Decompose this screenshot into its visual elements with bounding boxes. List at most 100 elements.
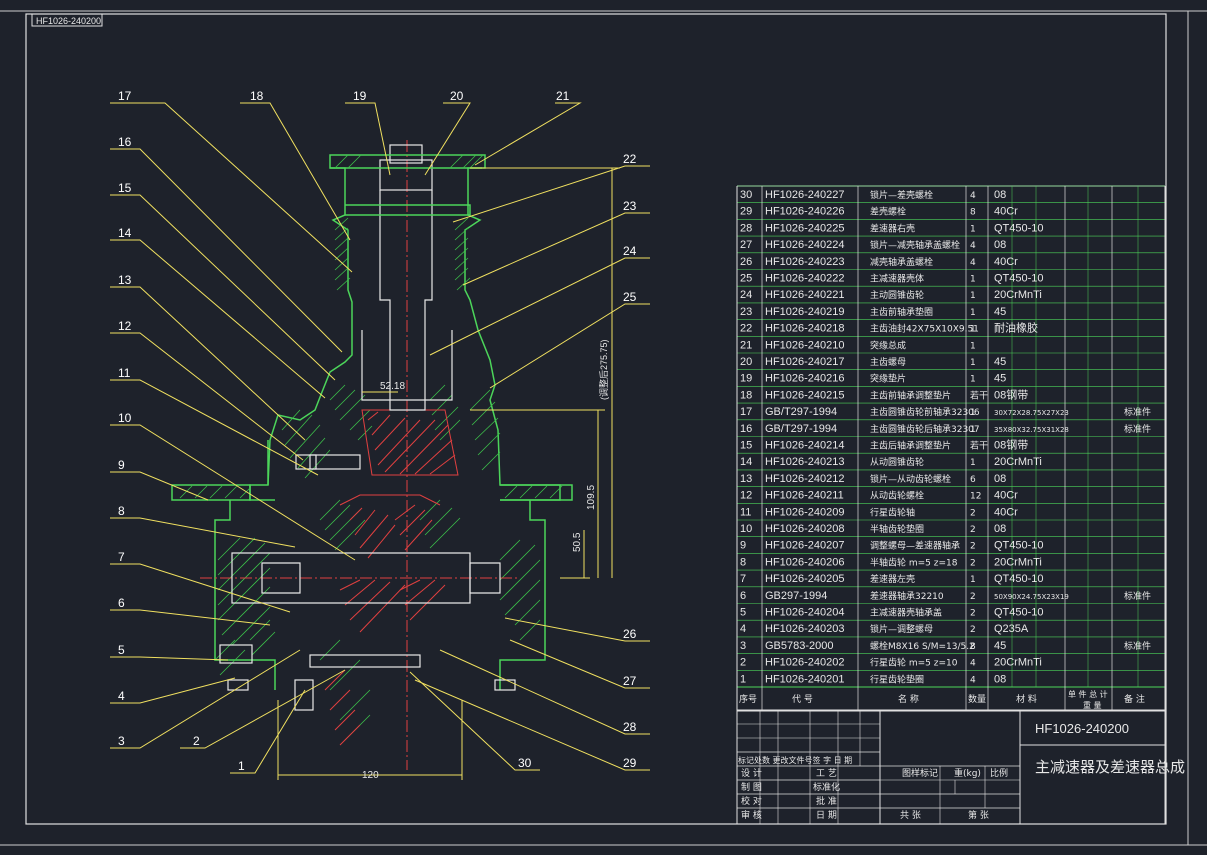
tb-check: 校 对 [741, 795, 762, 807]
bom-row-material: 30X72X28.75X27X23 [994, 409, 1069, 417]
callout-29: 29 [623, 756, 637, 770]
callout-22: 22 [623, 152, 637, 166]
bom-row-material: 20CrMnTi [994, 556, 1042, 568]
bom-row-code: HF1026-240205 [765, 573, 845, 585]
bom-row-material: 20CrMnTi [994, 657, 1042, 669]
bom-row-name: 行星齿轮轴 [870, 506, 915, 518]
bom-row-index: 17 [740, 406, 752, 418]
leader-lines [110, 102, 650, 774]
bom-row-qty: 1 [970, 291, 976, 301]
dimension-275-75: (调整后275.75) [598, 339, 609, 400]
callout-12: 12 [118, 319, 132, 333]
bom-row-index: 28 [740, 222, 752, 234]
bom-row-index: 29 [740, 206, 752, 218]
bom-row-code: HF1026-240210 [765, 339, 845, 351]
bom-row-code: HF1026-240203 [765, 623, 845, 635]
bom-row-material: QT450-10 [994, 607, 1044, 619]
bom-row-material: 08 [994, 673, 1006, 685]
bom-row-qty: 1 [970, 458, 976, 468]
bom-row-qty: 2 [970, 558, 976, 568]
bom-row-code: HF1026-240221 [765, 289, 845, 301]
bom-row-name: 锁片—从动齿轮螺栓 [870, 473, 951, 485]
bom-row-material: 45 [994, 640, 1006, 652]
bom-row-material: QT450-10 [994, 573, 1044, 585]
bom-row-qty: 2 [970, 609, 976, 619]
bom-row-material: 08 [994, 473, 1006, 485]
callout-28: 28 [623, 720, 637, 734]
callout-1: 1 [238, 759, 245, 773]
bom-row-name: 螺栓M8X16 S/M=13/5.2 [870, 640, 975, 652]
bom-row-code: HF1026-240218 [765, 323, 845, 335]
callout-8: 8 [118, 504, 125, 518]
bom-row-code: HF1026-240219 [765, 306, 845, 318]
tb-std: 标准化 [813, 781, 840, 793]
bom-row-remark: 标准件 [1124, 406, 1151, 418]
bom-row-code: HF1026-240227 [765, 189, 845, 201]
bom-row-code: HF1026-240202 [765, 657, 845, 669]
tb-sheet: 第 张 [968, 809, 989, 821]
tb-total-sheets: 共 张 [900, 810, 921, 821]
bom-row-index: 2 [740, 657, 746, 669]
callout-9: 9 [118, 458, 125, 472]
callout-19: 19 [353, 89, 367, 103]
bom-row-qty: 2 [970, 508, 976, 518]
bom-row-index: 23 [740, 306, 752, 318]
bom-row-material: QT450-10 [994, 222, 1044, 234]
tb-approve: 批 准 [816, 795, 837, 807]
tb-review: 审 核 [741, 809, 762, 821]
callout-26: 26 [623, 627, 637, 641]
bom-row-material: 08钢带 [994, 439, 1028, 452]
bom-row-name: 从动圆锥齿轮 [870, 456, 924, 468]
bom-row-code: HF1026-240213 [765, 456, 845, 468]
bom-row-qty: 1 [970, 425, 976, 435]
callout-4: 4 [118, 689, 125, 703]
bom-header-name: 名 称 [898, 693, 919, 705]
tb-stage-mark: 图样标记 [902, 767, 938, 779]
callout-3: 3 [118, 734, 125, 748]
bom-row-name: 差速器左壳 [870, 573, 915, 585]
callout-labels: 17 18 19 20 21 16 15 14 13 12 11 10 9 8 … [118, 89, 637, 773]
shaft-outline [219, 144, 516, 711]
bom-row-name: 锁片—调整螺母 [870, 623, 933, 635]
bom-header-weight: 重 量 [1083, 700, 1102, 710]
bom-row-name: 主齿前轴承垫圈 [870, 306, 933, 318]
bom-row-qty: 若干 [970, 440, 988, 452]
bom-row-qty: 2 [970, 592, 976, 602]
bom-row-code: GB5783-2000 [765, 640, 834, 652]
dimension-120: 120 [362, 770, 379, 781]
bom-row-qty: 8 [970, 642, 976, 652]
bom-row-name: 突缘垫片 [870, 373, 906, 385]
dimension-50-5: 50.5 [572, 532, 583, 552]
bom-row-material: 08 [994, 523, 1006, 535]
bom-header-remark: 备 注 [1124, 693, 1145, 705]
bom-row-code: HF1026-240215 [765, 389, 845, 401]
tb-rev-header: 标记处数 更改文件号签 字 日 期 [738, 755, 852, 765]
bom-row-material: 50X90X24.75X23X19 [994, 593, 1069, 601]
drawing-title: 主减速器及差速器总成 [1035, 758, 1185, 776]
bom-row-name: 调整螺母—差速器轴承 [870, 540, 960, 552]
bom-row-code: HF1026-240223 [765, 256, 845, 268]
bom-row-name: 差壳螺栓 [870, 206, 906, 218]
bom-row-qty: 1 [970, 375, 976, 385]
bom-row-material: 20CrMnTi [994, 456, 1042, 468]
bom-row-name: 从动齿轮螺栓 [870, 490, 924, 502]
bom-row-index: 8 [740, 556, 746, 568]
bom-row-remark: 标准件 [1124, 640, 1151, 652]
assembly-drawing: 120 50.5 109.5 52.18 (调整后275.75) [110, 89, 650, 781]
bom-row-code: HF1026-240211 [765, 490, 844, 502]
bom-row-qty: 1 [970, 325, 976, 335]
callout-16: 16 [118, 135, 132, 149]
callout-30: 30 [518, 756, 532, 770]
callout-5: 5 [118, 643, 125, 657]
dimension-52-18: 52.18 [380, 381, 405, 392]
bom-row-index: 16 [740, 423, 752, 435]
bom-row-remark: 标准件 [1124, 423, 1151, 435]
bom-row-index: 1 [740, 673, 746, 685]
dimension-lines [277, 167, 620, 780]
bom-row-name: 主齿圆锥齿轮前轴承32306 [870, 406, 980, 418]
bom-row-index: 11 [740, 506, 751, 518]
bom-row-qty: 8 [970, 208, 976, 218]
bom-row-qty: 12 [970, 492, 981, 502]
bom-row-material: 45 [994, 356, 1006, 368]
